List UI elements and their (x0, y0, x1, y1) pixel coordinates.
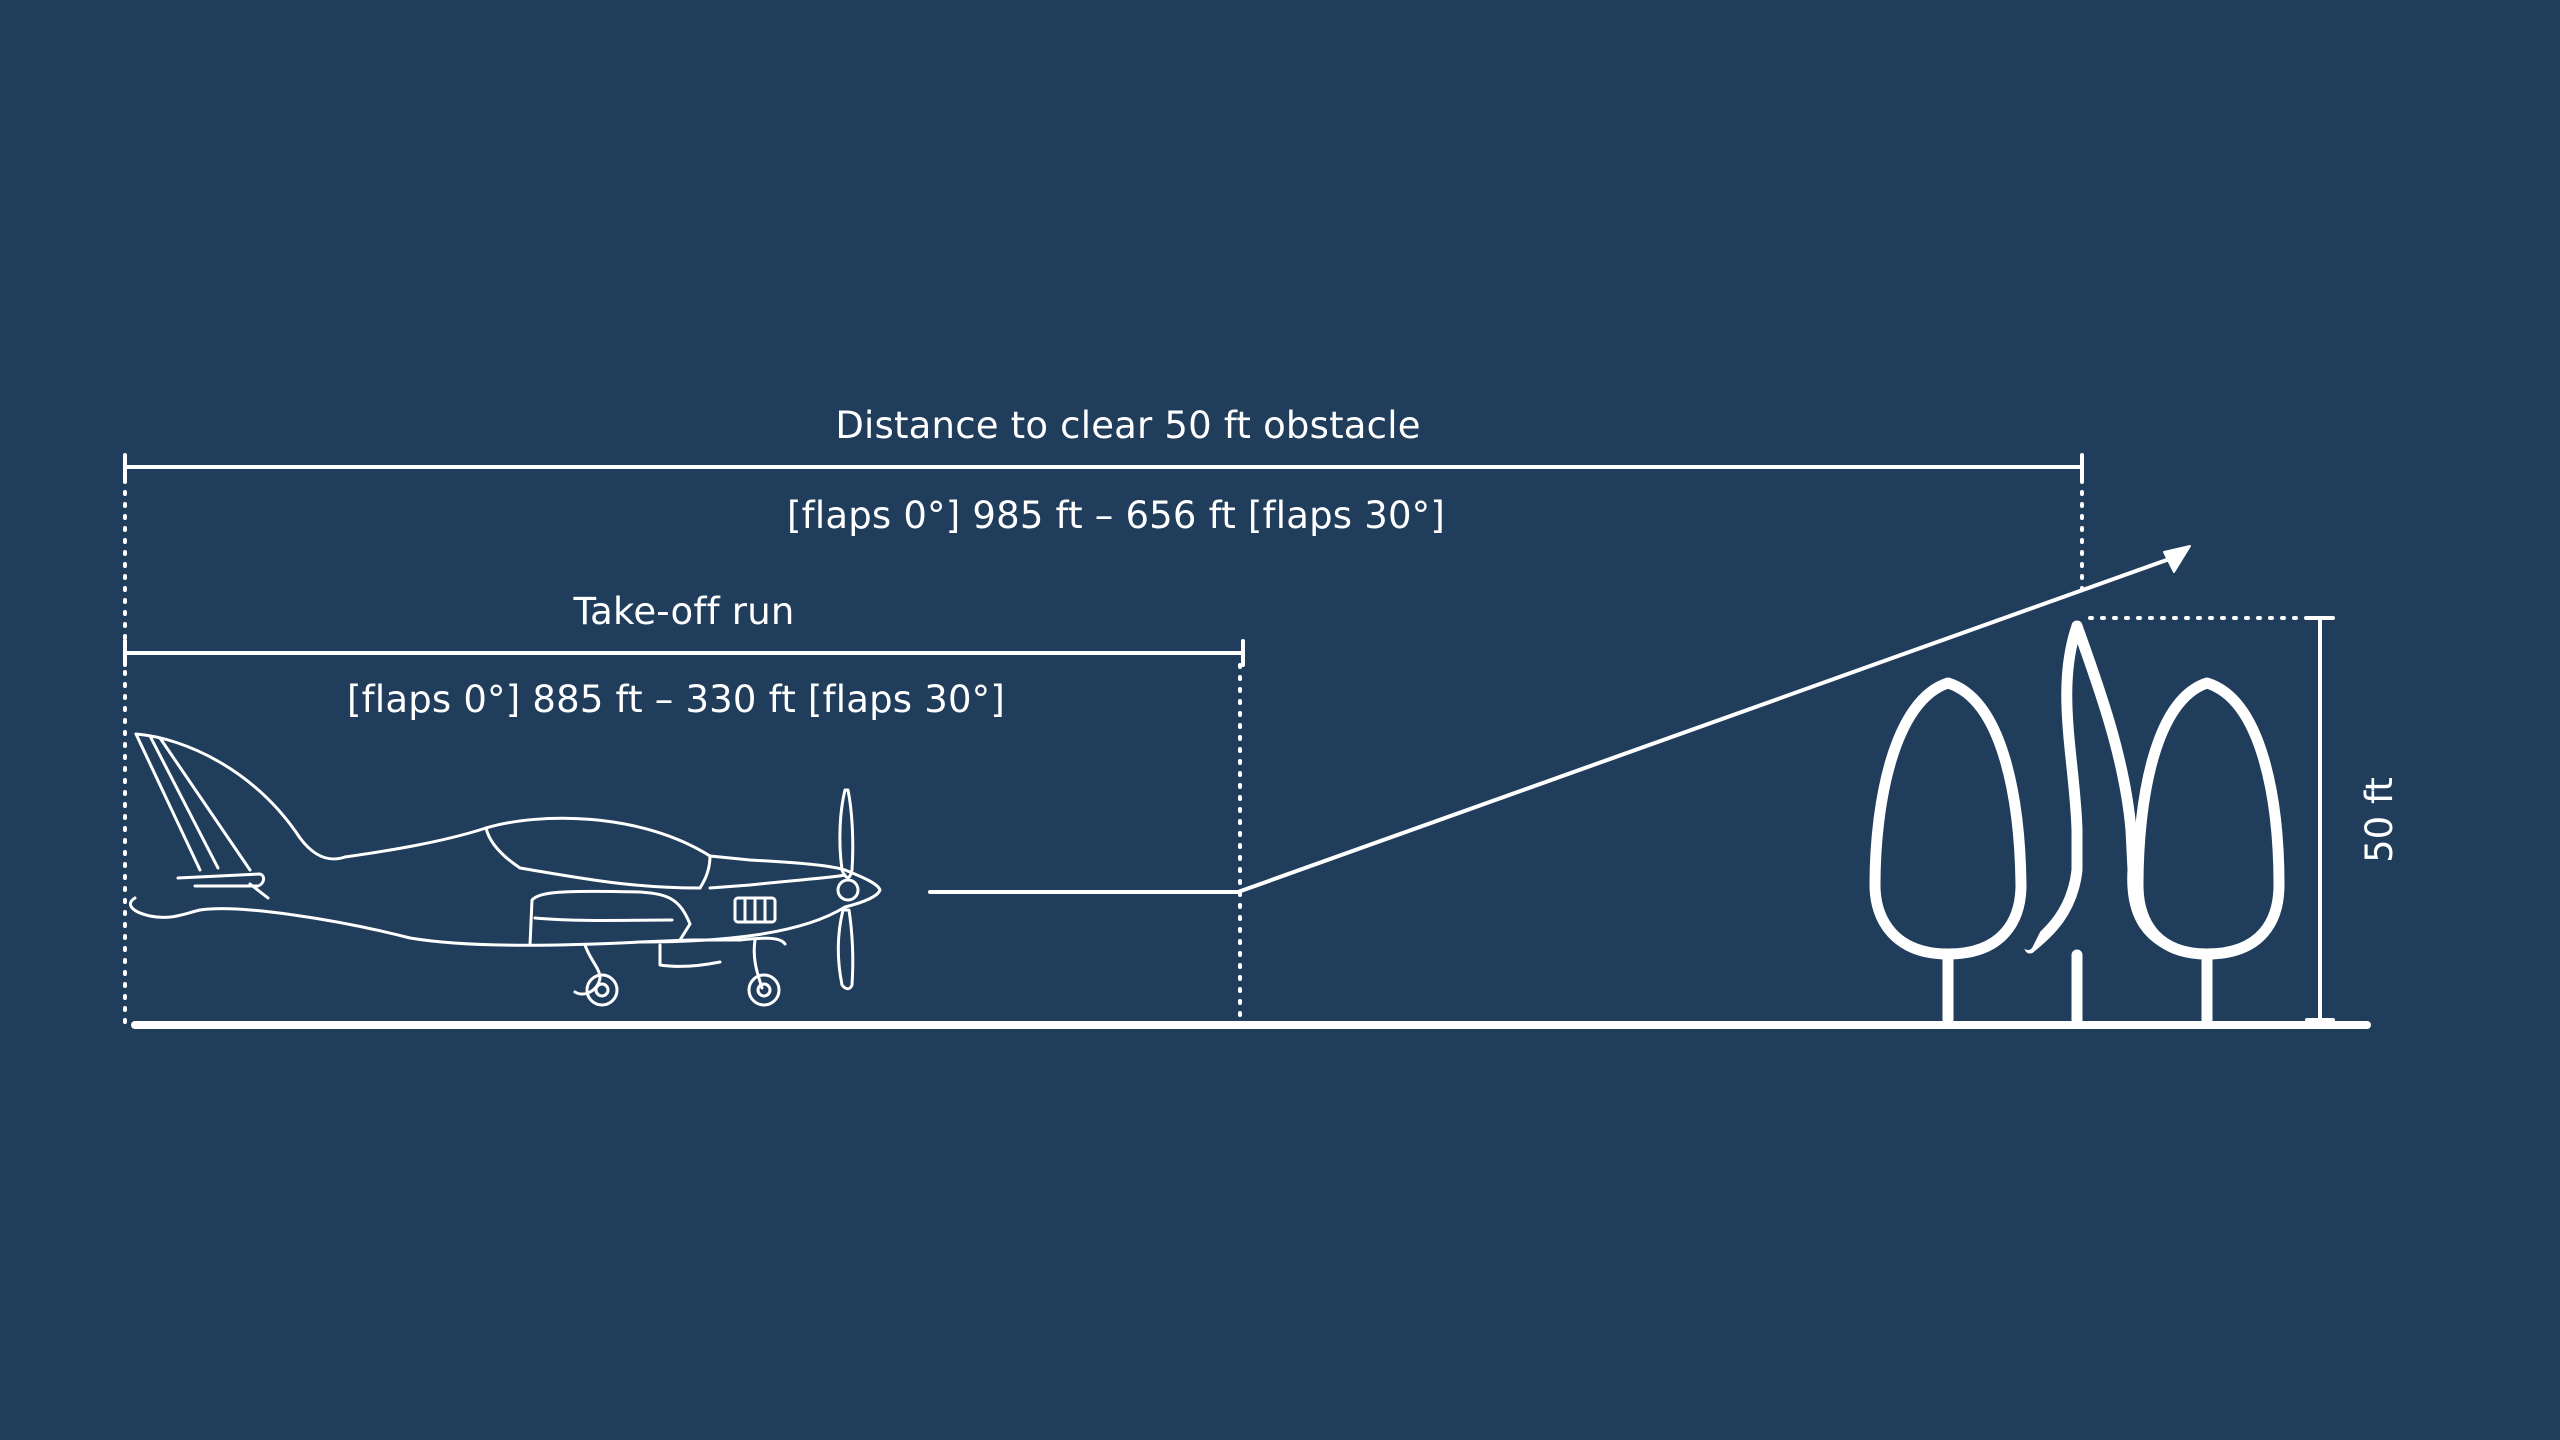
height-dimension (2305, 616, 2335, 1024)
obstacle-distance-values: [flaps 0°] 985 ft – 656 ft [flaps 30°] (786, 494, 1446, 537)
obstacle-height-label: 50 ft (2358, 777, 2401, 863)
obstacle-distance-dimension (123, 453, 2084, 481)
takeoff-run-dimension (123, 639, 1245, 667)
tree-icon (1869, 620, 2285, 1026)
takeoff-run-values: [flaps 0°] 885 ft – 330 ft [flaps 30°] (346, 678, 1006, 721)
climb-path-line (1236, 555, 2177, 894)
obstacle-distance-title: Distance to clear 50 ft obstacle (835, 404, 1421, 447)
climb-arrow-head (2163, 545, 2191, 573)
dotted-guides (123, 478, 2317, 1027)
flight-path (928, 555, 2177, 894)
aircraft-icon (129, 732, 882, 1007)
takeoff-run-title: Take-off run (573, 590, 795, 633)
